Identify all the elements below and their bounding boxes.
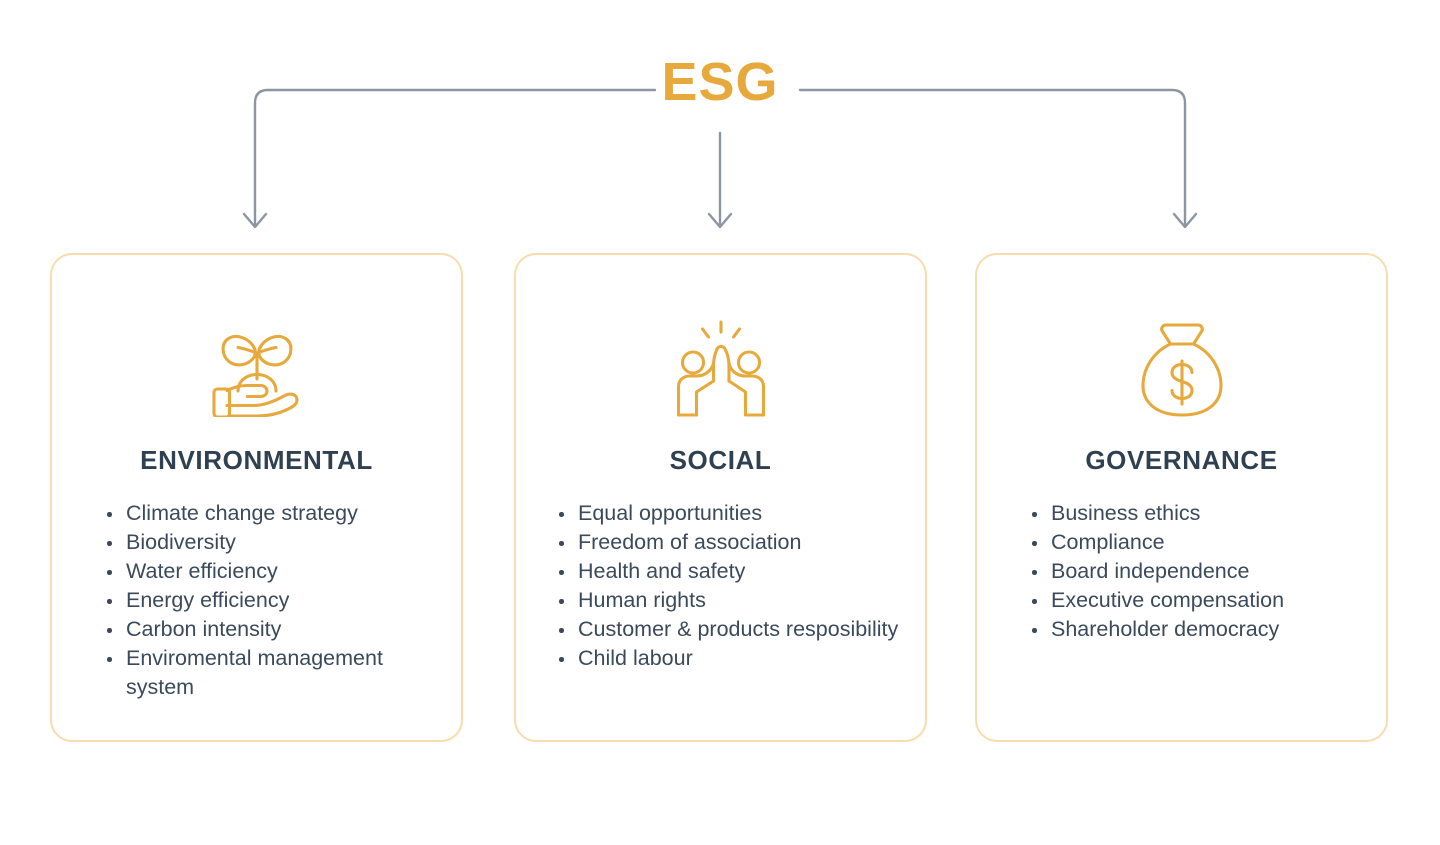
connector-right	[798, 88, 1187, 228]
arrowhead-right	[1172, 212, 1198, 229]
list-item: Compliance	[1029, 528, 1372, 557]
card-governance[interactable]: GOVERNANCE Business ethics Compliance Bo…	[975, 253, 1388, 742]
card-title-social: SOCIAL	[669, 445, 772, 475]
list-governance: Business ethics Compliance Board indepen…	[1029, 499, 1372, 644]
list-item: Equal opportunities	[556, 499, 911, 528]
plant-in-hand-icon	[52, 313, 461, 423]
list-item: Shareholder democracy	[1029, 615, 1372, 644]
people-high-five-icon	[516, 313, 925, 423]
list-item: Customer & products resposibility	[556, 615, 911, 644]
list-item: Enviromental management system	[104, 644, 447, 702]
connector-left	[253, 88, 657, 228]
list-item: Human rights	[556, 586, 911, 615]
list-item: Freedom of association	[556, 528, 911, 557]
list-item: Executive compensation	[1029, 586, 1372, 615]
list-item: Board independence	[1029, 557, 1372, 586]
card-title-governance: GOVERNANCE	[1085, 445, 1278, 475]
arrowhead-left	[242, 212, 268, 229]
arrowhead-middle	[707, 212, 733, 229]
money-bag-icon	[977, 313, 1386, 423]
page-title: ESG	[661, 52, 779, 112]
card-title-environmental: ENVIRONMENTAL	[140, 445, 373, 475]
list-item: Energy efficiency	[104, 586, 447, 615]
list-item: Health and safety	[556, 557, 911, 586]
list-environmental: Climate change strategy Biodiversity Wat…	[104, 499, 447, 702]
list-item: Climate change strategy	[104, 499, 447, 528]
list-item: Child labour	[556, 644, 911, 673]
list-item: Business ethics	[1029, 499, 1372, 528]
list-social: Equal opportunities Freedom of associati…	[556, 499, 911, 673]
list-item: Carbon intensity	[104, 615, 447, 644]
list-item: Biodiversity	[104, 528, 447, 557]
card-environmental[interactable]: ENVIRONMENTAL Climate change strategy Bi…	[50, 253, 463, 742]
list-item: Water efficiency	[104, 557, 447, 586]
card-social[interactable]: SOCIAL Equal opportunities Freedom of as…	[514, 253, 927, 742]
